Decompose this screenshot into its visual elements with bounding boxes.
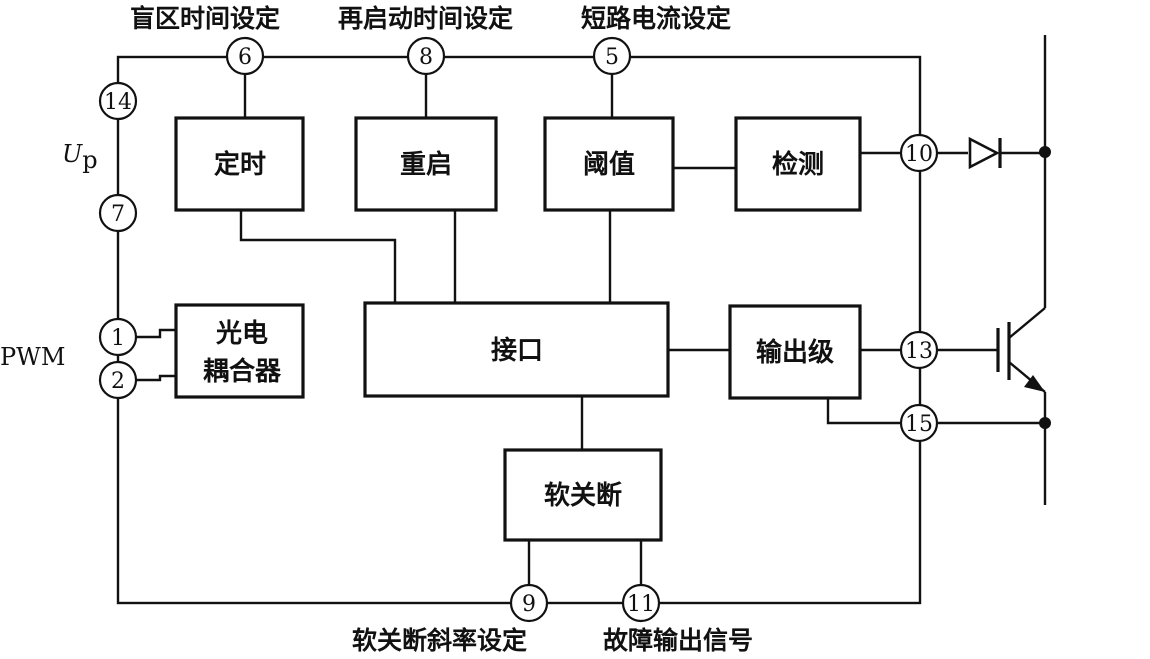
label-up-main: U [62,140,83,168]
label-fault-output-signal: 故障输出信号 [603,626,753,655]
pin-2-number: 2 [111,369,125,394]
label-up: Up [62,140,98,174]
pin-7-number: 7 [111,202,125,227]
pin-11-number: 11 [627,592,655,617]
block-optocoupler: 光电 耦合器 [174,303,305,399]
pin-2: 2 [98,360,138,400]
pin-1: 1 [98,317,138,357]
block-timer-label: 定时 [214,149,266,180]
pin-13-number: 13 [905,339,933,364]
pin-6-number: 6 [238,45,252,70]
block-restart: 重启 [354,116,498,212]
block-restart-label: 重启 [400,149,452,180]
block-output-stage: 输出级 [728,304,862,400]
block-threshold: 阈值 [543,116,675,212]
pin-10: 10 [899,133,939,173]
pin-15: 15 [899,403,939,443]
block-soft-shutdown-label: 软关断 [544,480,622,511]
emitter-arrow-icon [1024,375,1045,392]
internal-wiring [136,57,900,585]
label-short-circuit-setting: 短路电流设定 [581,4,731,33]
pin-6: 6 [225,36,265,76]
block-timer: 定时 [174,116,305,212]
block-optocoupler-label-2: 耦合器 [203,356,282,387]
pin-14-number: 14 [104,90,132,115]
label-pwm: PWM [0,343,65,371]
pin-9-number: 9 [522,592,536,617]
pin-8: 8 [406,36,446,76]
pin-10-number: 10 [905,142,933,167]
pin-13: 13 [899,330,939,370]
block-soft-shutdown: 软关断 [503,448,663,542]
diode-icon [968,136,1000,170]
pin-5-number: 5 [605,45,619,70]
pin-1-number: 1 [111,326,125,351]
label-restart-setting: 再启动时间设定 [338,4,513,33]
label-blind-zone-setting: 盲区时间设定 [130,4,280,33]
block-interface: 接口 [363,301,670,398]
block-optocoupler-label-1: 光电 [215,319,268,349]
block-output-stage-label: 输出级 [756,337,834,368]
pin-7: 7 [98,193,138,233]
external-igbt-circuit [938,35,1051,505]
pin-9: 9 [509,583,549,623]
label-up-subscript: p [82,146,97,174]
pin-5: 5 [592,36,632,76]
block-detect: 检测 [734,116,862,212]
block-threshold-label: 阈值 [583,150,635,180]
pin-8-number: 8 [419,45,433,70]
block-interface-label: 接口 [491,336,543,366]
pin-14: 14 [98,81,138,121]
block-detect-label: 检测 [772,149,824,180]
label-soft-shutdown-slope-setting: 软关断斜率设定 [352,626,527,655]
junction-dot-lower [1039,417,1051,429]
pin-15-number: 15 [905,412,933,437]
pin-11: 11 [621,583,661,623]
